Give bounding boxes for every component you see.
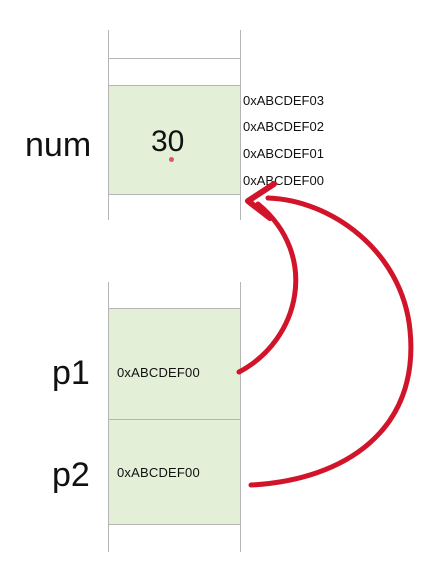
column-right-border [240,30,241,220]
cell-divider [108,58,241,59]
column-left-border [108,282,109,552]
arrowhead-icon [245,181,277,221]
p2-value: 0xABCDEF00 [117,465,200,480]
p2-pointer-arrow [248,195,414,488]
address-label: 0xABCDEF02 [243,119,324,134]
address-label: 0xABCDEF01 [243,146,324,161]
p2-label: p2 [52,456,90,494]
address-label: 0xABCDEF00 [243,173,324,188]
address-label: 0xABCDEF03 [243,93,324,108]
p1-pointer-arrow [236,201,299,375]
num-cell [109,85,240,195]
p2-cell [109,419,240,525]
num-label: num [25,126,92,164]
p1-value: 0xABCDEF00 [117,365,200,380]
p1-label: p1 [52,354,90,392]
cursor-dot [169,157,174,162]
column-right-border [240,282,241,552]
column-left-border [108,30,109,220]
num-value: 30 [151,125,185,158]
